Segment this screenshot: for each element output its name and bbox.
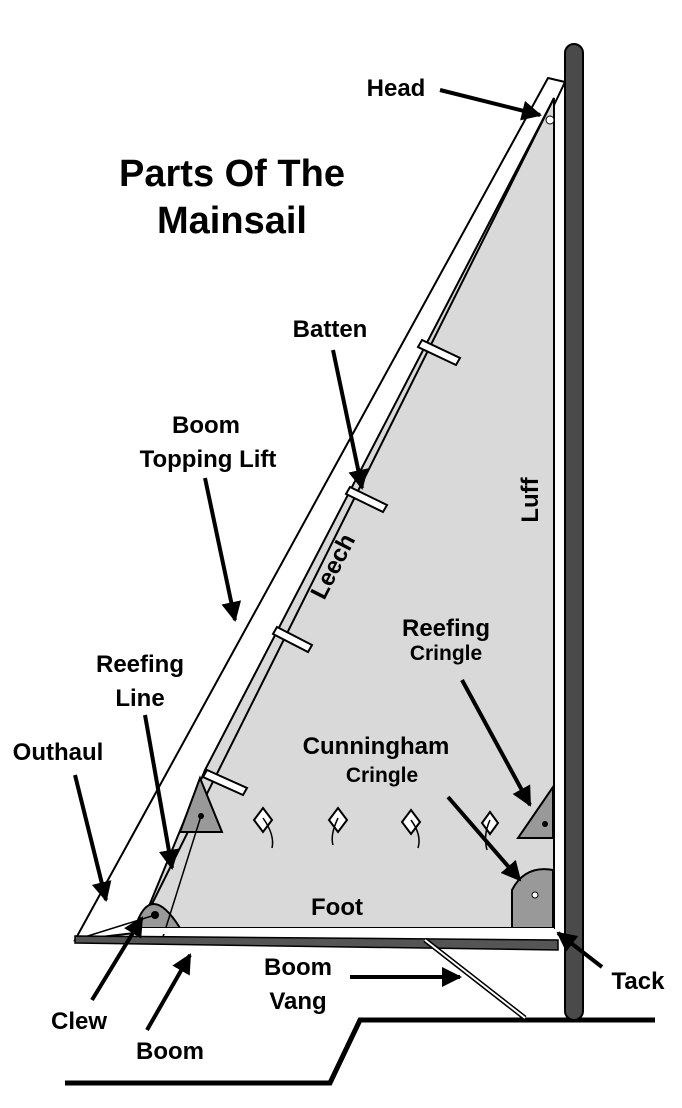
label-head: Head	[367, 75, 426, 102]
label-cunningham-cringle-1: Cunningham	[303, 733, 450, 760]
title-line-2: Mainsail	[157, 200, 307, 242]
title-line-1: Parts Of The	[119, 153, 345, 195]
mast	[564, 43, 584, 1021]
label-reefing-line-1: Reefing	[96, 651, 184, 678]
label-boom: Boom	[136, 1038, 204, 1065]
label-clew: Clew	[51, 1008, 107, 1035]
battens	[201, 338, 462, 797]
label-foot: Foot	[311, 894, 363, 921]
label-reefing-cringle-1: Reefing	[402, 615, 490, 642]
label-boom-vang-2: Vang	[269, 988, 326, 1015]
label-boom-topping-lift-1: Boom	[172, 412, 240, 439]
label-batten: Batten	[293, 316, 368, 343]
label-arrows	[73, 88, 604, 1031]
ground-line	[65, 1017, 655, 1086]
label-outhaul: Outhaul	[13, 739, 104, 766]
label-tack: Tack	[612, 968, 666, 995]
label-boom-vang-1: Boom	[264, 954, 332, 981]
label-reefing-line-2: Line	[115, 685, 164, 712]
label-reefing-cringle-2: Cringle	[410, 642, 482, 665]
boom-spar	[74, 935, 559, 951]
label-luff: Luff	[517, 476, 544, 522]
label-boom-topping-lift-2: Topping Lift	[140, 446, 277, 473]
sail-leech-edge	[139, 97, 555, 929]
label-cunningham-cringle-2: Cringle	[346, 764, 418, 787]
